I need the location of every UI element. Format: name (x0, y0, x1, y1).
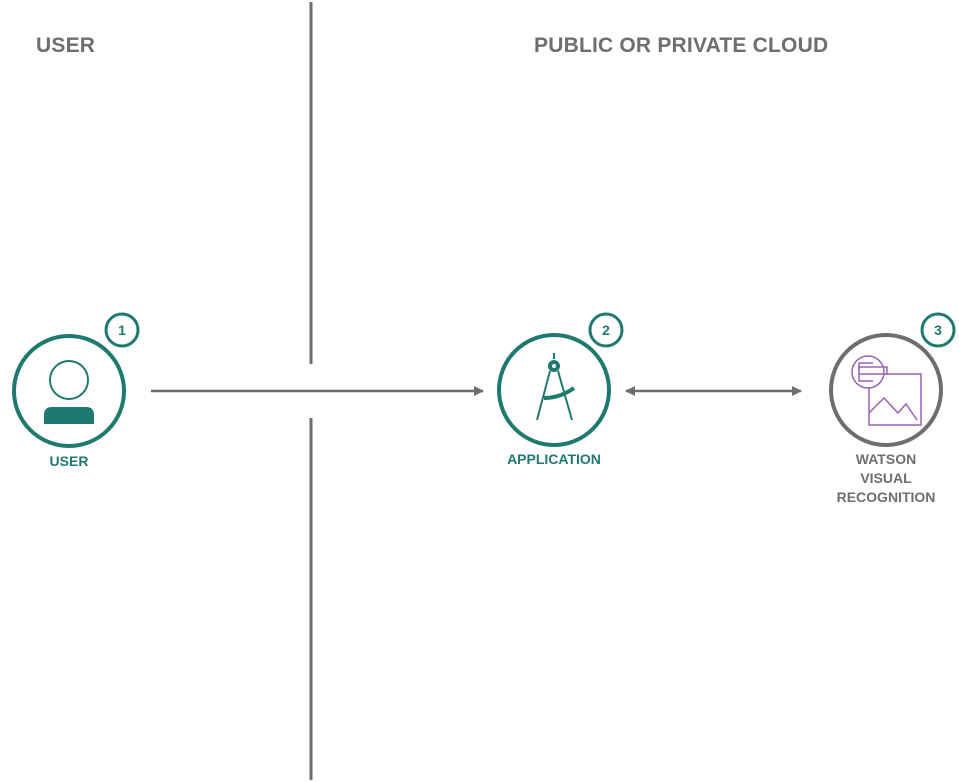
step-number-3: 3 (934, 322, 942, 338)
cloud-zone-title: PUBLIC OR PRIVATE CLOUD (534, 34, 829, 57)
visual-recognition-icon (851, 355, 922, 426)
watson-node-label: WATSON VISUAL RECOGNITION (816, 450, 956, 507)
application-node-label: APPLICATION (507, 451, 601, 467)
compass-icon (536, 353, 576, 421)
step-number-1: 1 (118, 322, 126, 338)
step-number-2: 2 (602, 322, 610, 338)
step-badge-2 (588, 312, 624, 348)
user-node-label: USER (49, 453, 89, 469)
watson-node (829, 333, 943, 447)
user-icon (44, 360, 94, 424)
watson-label-line-1: WATSON (855, 451, 917, 467)
user-zone-title: USER (36, 34, 96, 57)
watson-label-line-3: RECOGNITION (836, 489, 936, 505)
step-badge-1 (104, 312, 140, 348)
step-badge-3 (920, 312, 956, 348)
application-node (497, 333, 611, 447)
watson-label-line-2: VISUAL (860, 470, 912, 486)
user-node (12, 334, 126, 448)
